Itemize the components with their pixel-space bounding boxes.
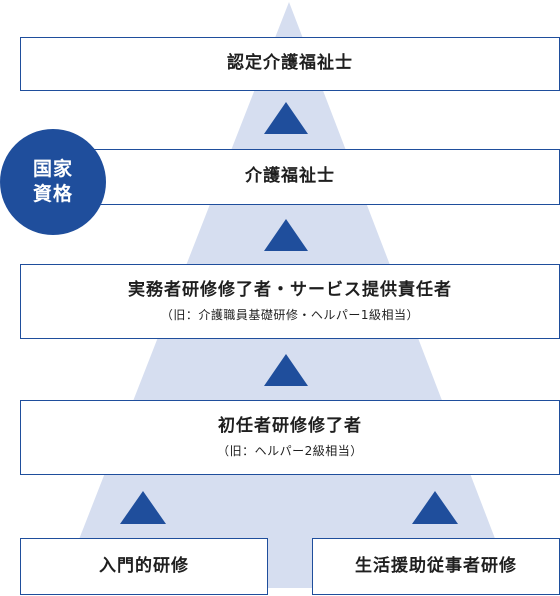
badge-line-2: 資格 <box>32 183 73 205</box>
national-qualification-badge: 国家 資格 <box>0 129 106 235</box>
arrow-up-icon <box>264 102 308 134</box>
arrow-up-icon <box>412 491 458 524</box>
level-practitioner: 実務者研修修了者・サービス提供責任者 （旧：介護職員基礎研修・ヘルパー1級相当） <box>20 264 560 339</box>
level-intro: 入門的研修 <box>20 538 268 595</box>
level-title: 実務者研修修了者・サービス提供責任者 <box>128 280 452 301</box>
badge-line-1: 国家 <box>32 158 73 181</box>
level-note: （旧：ヘルパー2級相当） <box>217 443 363 458</box>
level-initial: 初任者研修修了者 （旧：ヘルパー2級相当） <box>20 400 560 475</box>
level-care-worker: 介護福祉士 <box>20 149 560 205</box>
level-title: 初任者研修修了者 <box>218 416 362 437</box>
arrow-up-icon <box>120 491 166 524</box>
level-title: 介護福祉士 <box>245 166 335 187</box>
level-title: 生活援助従事者研修 <box>355 555 517 576</box>
arrow-up-icon <box>264 354 308 386</box>
arrow-up-icon <box>264 219 308 251</box>
level-certified-care-worker: 認定介護福祉士 <box>20 37 560 91</box>
level-life-support: 生活援助従事者研修 <box>312 538 560 595</box>
level-title: 認定介護福祉士 <box>227 53 353 74</box>
level-note: （旧：介護職員基礎研修・ヘルパー1級相当） <box>160 307 420 322</box>
level-title: 入門的研修 <box>99 555 189 576</box>
